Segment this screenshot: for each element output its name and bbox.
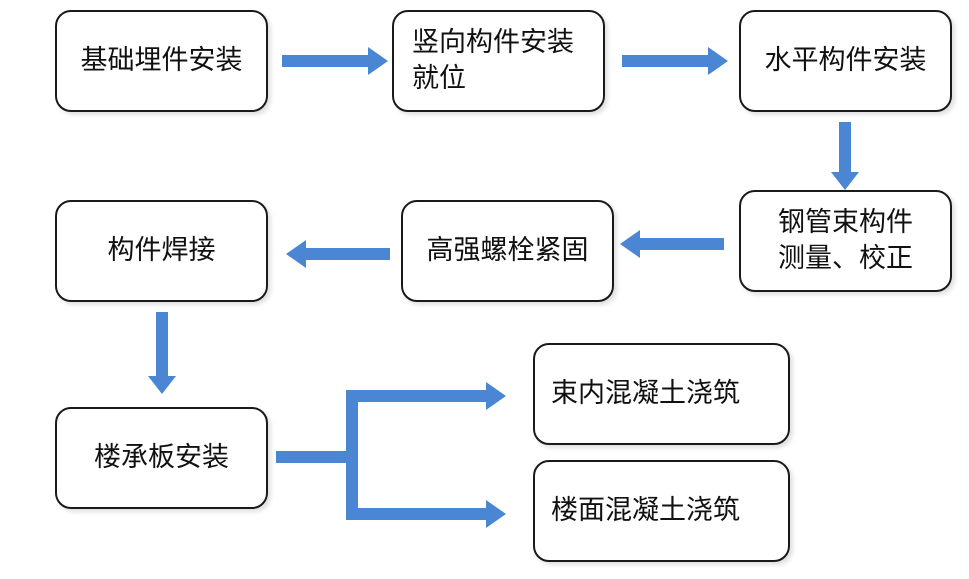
step-label: 构件焊接 [107,235,216,267]
arrow-s3-to-s4 [831,122,859,190]
arrow-s6-to-s7 [148,312,176,394]
step-high-strength-bolt-tighten: 高强螺栓紧固 [401,200,614,302]
arrow-s2-to-s3 [622,47,728,75]
step-label: 水平构件安装 [764,45,927,77]
step-label: 楼承板安装 [94,442,229,474]
arrow-s4-to-s5 [620,230,724,258]
step-label: 束内混凝土浇筑 [551,378,740,410]
step-floor-deck-install: 楼承板安装 [55,407,268,509]
step-floor-concrete-pour: 楼面混凝土浇筑 [533,460,790,562]
step-label: 高强螺栓紧固 [426,235,589,267]
step-horizontal-member-install: 水平构件安装 [739,10,952,112]
step-label: 基础埋件安装 [80,45,243,77]
arrow-s5-to-s6 [286,240,390,268]
step-label: 钢管束构件 测量、校正 [778,207,913,274]
step-steel-tube-measure-correct: 钢管束构件 测量、校正 [739,190,952,292]
step-label: 楼面混凝土浇筑 [551,495,740,527]
step-member-welding: 构件焊接 [55,200,268,302]
step-foundation-embedded-parts: 基础埋件安装 [55,10,268,112]
step-label: 竖向构件安装 就位 [412,27,574,94]
step-in-tube-concrete-pour: 束内混凝土浇筑 [533,343,790,445]
arrow-s1-to-s2 [282,47,388,75]
arrow-s7-to-s8-s9 [276,382,506,528]
step-vertical-member-install: 竖向构件安装 就位 [392,10,605,112]
